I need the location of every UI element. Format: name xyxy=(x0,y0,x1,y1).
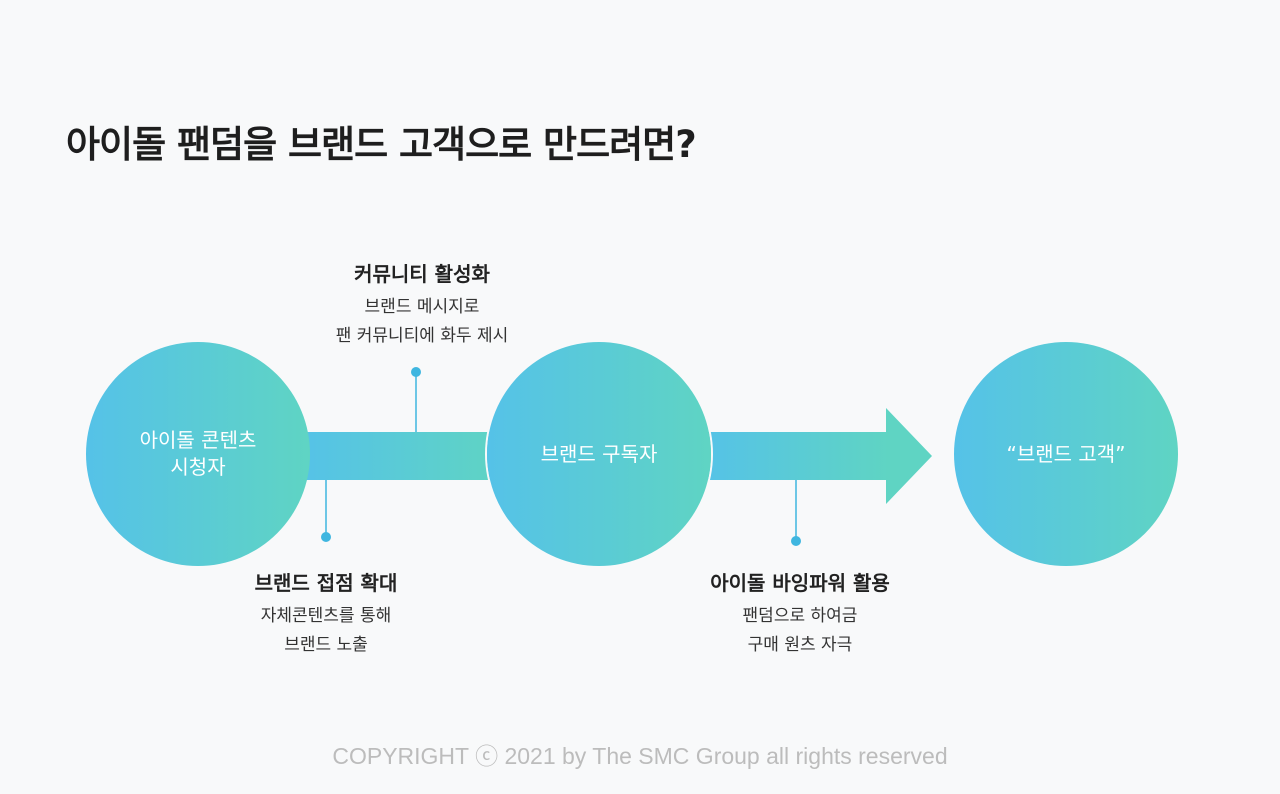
annotation-line: 자체콘텐츠를 통해 xyxy=(260,606,392,626)
stage-circle-subscriber: 브랜드 구독자 xyxy=(487,342,711,566)
annotation-line: 브랜드 메시지로 xyxy=(364,297,480,317)
stage-circle-customer: “브랜드 고객” xyxy=(954,342,1178,566)
annotation-line: 팬덤으로 하여금 xyxy=(742,606,858,626)
annotation-title: 브랜드 접점 확대 xyxy=(254,571,398,595)
annotation-title: 아이돌 바잉파워 활용 xyxy=(710,571,890,595)
annotation-line: 구매 원츠 자극 xyxy=(747,635,853,655)
arrow-band-segment xyxy=(700,432,888,480)
arrow-band-segment xyxy=(300,432,500,480)
page-title: 아이돌 팬덤을 브랜드 고객으로 만드려면? xyxy=(66,123,697,166)
annotation-buying: 아이돌 바잉파워 활용 팬덤으로 하여금 구매 원츠 자극 xyxy=(650,567,950,660)
annotation-exposure: 브랜드 접점 확대 자체콘텐츠를 통해 브랜드 노출 xyxy=(176,567,476,660)
stage-label: “브랜드 고객” xyxy=(1006,441,1126,466)
connector-dot xyxy=(791,536,801,546)
connector-dot xyxy=(411,367,421,377)
stage-circle-viewer: 아이돌 콘텐츠 시청자 xyxy=(86,342,310,566)
copyright-footer: COPYRIGHT ⓒ 2021 by The SMC Group all ri… xyxy=(332,743,948,769)
stage-label: 아이돌 콘텐츠 시청자 xyxy=(139,428,257,479)
connector-dot xyxy=(321,532,331,542)
annotation-community: 커뮤니티 활성화 브랜드 메시지로 팬 커뮤니티에 화두 제시 xyxy=(272,258,572,351)
annotation-title: 커뮤니티 활성화 xyxy=(354,262,490,286)
arrow-head xyxy=(886,408,932,504)
annotation-line: 팬 커뮤니티에 화두 제시 xyxy=(335,326,509,346)
stage-label: 브랜드 구독자 xyxy=(540,441,658,466)
annotation-line: 브랜드 노출 xyxy=(284,635,368,655)
